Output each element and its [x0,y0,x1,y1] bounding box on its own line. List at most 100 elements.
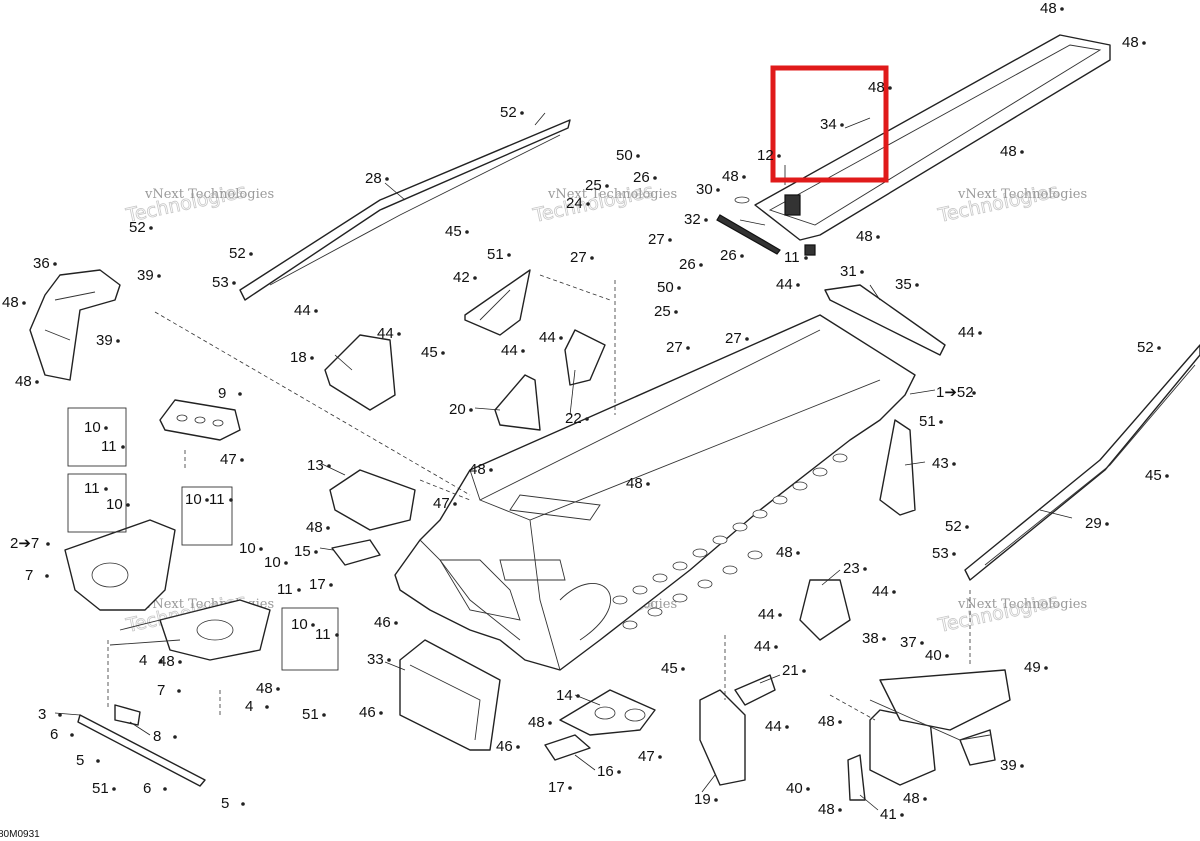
callout-51c[interactable]: 51 [302,706,319,723]
callout-5a[interactable]: 5 [76,752,84,769]
bracket-23[interactable] [799,579,851,641]
bracket-21[interactable] [734,674,776,706]
callout-48d[interactable]: 48 [1000,143,1017,160]
callout-4b[interactable]: 4 [245,698,253,715]
callout-25b[interactable]: 25 [654,303,671,320]
callout-24[interactable]: 24 [566,195,583,212]
callout-29[interactable]: 29 [1085,515,1102,532]
callout-48q[interactable]: 48 [903,790,920,807]
callout-47b[interactable]: 47 [433,495,450,512]
callout-11b[interactable]: 11 [101,438,117,455]
callout-46c[interactable]: 46 [496,738,513,755]
callout-18[interactable]: 18 [290,349,307,366]
callout-50a[interactable]: 50 [616,147,633,164]
callout-10e[interactable]: 10 [264,554,281,571]
rail-right[interactable] [964,344,1200,581]
callout-37[interactable]: 37 [900,634,917,651]
callout-44d[interactable]: 44 [377,325,394,342]
callout-27c[interactable]: 27 [666,339,683,356]
callout-48n[interactable]: 48 [256,680,273,697]
callout-19[interactable]: 19 [694,791,711,808]
callout-52b[interactable]: 52 [229,245,246,262]
callout-39b[interactable]: 39 [96,332,113,349]
callout-48f[interactable]: 48 [856,228,873,245]
callout-6a[interactable]: 6 [50,726,58,743]
callout-53a[interactable]: 53 [212,274,229,291]
callout-31[interactable]: 31 [840,263,857,280]
callout-51a[interactable]: 51 [487,246,504,263]
callout-48c[interactable]: 48 [868,79,885,96]
callout-4a[interactable]: 4 [139,652,147,669]
callout-12[interactable]: 12 [757,147,774,164]
callout-45a[interactable]: 45 [445,223,462,240]
callout-48e[interactable]: 48 [722,168,739,185]
callout-35[interactable]: 35 [895,276,912,293]
callout-48o[interactable]: 48 [528,714,545,731]
rail-left[interactable] [239,119,571,301]
callout-16[interactable]: 16 [597,763,614,780]
callout-15[interactable]: 15 [294,543,311,560]
callout-26b[interactable]: 26 [679,256,696,273]
callout-48k[interactable]: 48 [306,519,323,536]
front-frame[interactable] [64,519,271,661]
callout-32[interactable]: 32 [684,211,701,228]
plate-9[interactable] [159,399,241,441]
callout-52e[interactable]: 52 [945,518,962,535]
callout-45c[interactable]: 45 [1145,467,1162,484]
callout-17a[interactable]: 17 [309,576,326,593]
running-board-upper[interactable] [754,34,1111,256]
callout-2[interactable]: 2➔7 [10,535,39,552]
callout-21[interactable]: 21 [782,662,799,679]
callout-34[interactable]: 34 [820,116,837,133]
callout-44f[interactable]: 44 [501,342,518,359]
callout-44i[interactable]: 44 [754,638,771,655]
callout-11c[interactable]: 11 [84,480,100,497]
bracket-16[interactable] [544,734,591,761]
callout-26a[interactable]: 26 [633,169,650,186]
callout-53b[interactable]: 53 [932,545,949,562]
callout-30[interactable]: 30 [696,181,713,198]
callout-48m[interactable]: 48 [158,653,175,670]
callout-44j[interactable]: 44 [765,718,782,735]
callout-11d[interactable]: 11 [209,491,225,508]
callout-27a[interactable]: 27 [648,231,665,248]
callout-45d[interactable]: 45 [661,660,678,677]
bracket-43[interactable] [879,419,916,516]
callout-48i[interactable]: 48 [469,461,486,478]
callout-40a[interactable]: 40 [925,647,942,664]
callout-48j[interactable]: 48 [626,475,643,492]
bracket-41[interactable] [847,754,866,801]
rail-3[interactable] [77,704,206,787]
callout-46b[interactable]: 46 [359,704,376,721]
callout-26c[interactable]: 26 [720,247,737,264]
callout-47a[interactable]: 47 [220,451,237,468]
callout-14[interactable]: 14 [556,687,573,704]
callout-48g[interactable]: 48 [2,294,19,311]
callout-9[interactable]: 9 [218,385,226,402]
callout-52c[interactable]: 52 [129,219,146,236]
callout-44e[interactable]: 44 [539,329,556,346]
callout-10d[interactable]: 10 [239,540,256,557]
callout-17b[interactable]: 17 [548,779,565,796]
callout-45b[interactable]: 45 [421,344,438,361]
callout-10f[interactable]: 10 [291,616,308,633]
callout-6b[interactable]: 6 [143,780,151,797]
callout-48a[interactable]: 48 [1040,0,1057,17]
callout-51d[interactable]: 51 [92,780,109,797]
callout-46a[interactable]: 46 [374,614,391,631]
callout-48h[interactable]: 48 [15,373,32,390]
callout-40b[interactable]: 40 [786,780,803,797]
callout-23[interactable]: 23 [843,560,860,577]
rear-frame[interactable] [869,669,1011,786]
callout-47c[interactable]: 47 [638,748,655,765]
tunnel-main[interactable] [394,314,916,671]
callout-11e[interactable]: 11 [277,581,293,598]
callout-39c[interactable]: 39 [1000,757,1017,774]
callout-44h[interactable]: 44 [758,606,775,623]
callout-49[interactable]: 49 [1024,659,1041,676]
bracket-15[interactable] [331,539,381,566]
callout-20[interactable]: 20 [449,401,466,418]
callout-11a[interactable]: 11 [784,249,800,266]
callout-3[interactable]: 3 [38,706,46,723]
callout-33[interactable]: 33 [367,651,384,668]
